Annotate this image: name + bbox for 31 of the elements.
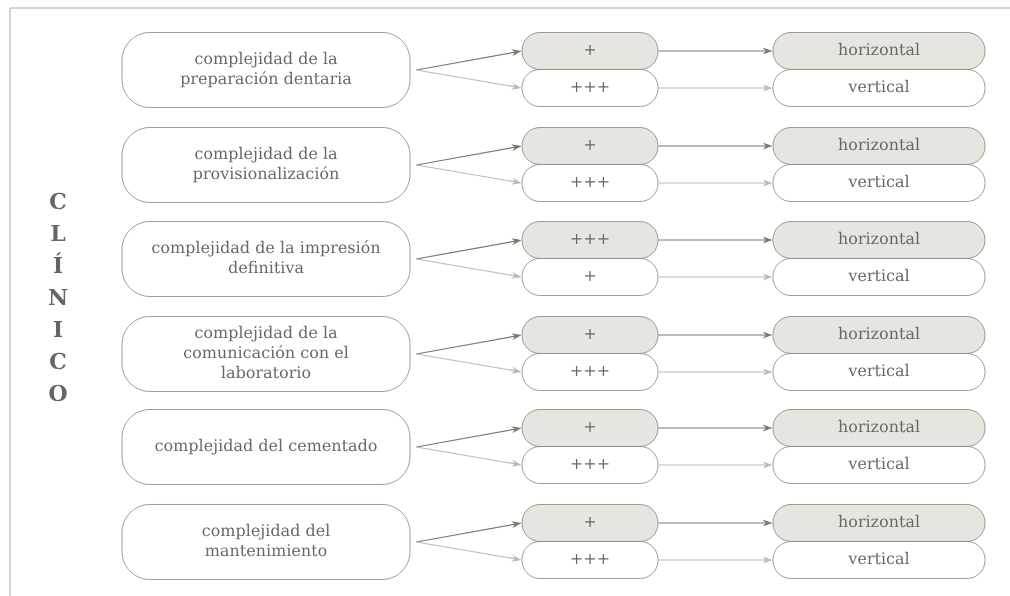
level-box: +++ [521, 164, 659, 202]
process-box: complejidad de la preparación dentaria [121, 32, 411, 108]
level-box: +++ [521, 69, 659, 107]
level-box: +++ [521, 353, 659, 391]
direction-box: horizontal [772, 127, 986, 165]
process-box: complejidad de la comunicación con el laboratorio [121, 316, 411, 392]
level-box: +++ [521, 446, 659, 484]
direction-box: horizontal [772, 32, 986, 70]
direction-box: vertical [772, 541, 986, 579]
process-box: complejidad de la impresión definitiva [121, 221, 411, 297]
level-box: +++ [521, 221, 659, 259]
level-box: + [521, 409, 659, 447]
direction-box: horizontal [772, 316, 986, 354]
direction-box: vertical [772, 446, 986, 484]
level-box: + [521, 504, 659, 542]
process-box: complejidad de la provisionalización [121, 127, 411, 203]
direction-box: horizontal [772, 409, 986, 447]
level-box: + [521, 127, 659, 165]
direction-box: vertical [772, 353, 986, 391]
process-box: complejidad del cementado [121, 409, 411, 485]
level-box: +++ [521, 541, 659, 579]
direction-box: horizontal [772, 504, 986, 542]
vertical-label: CLÍNICO [48, 192, 68, 402]
level-box: + [521, 258, 659, 296]
direction-box: vertical [772, 69, 986, 107]
direction-box: horizontal [772, 221, 986, 259]
process-box: complejidad del mantenimiento [121, 504, 411, 580]
level-box: + [521, 316, 659, 354]
direction-box: vertical [772, 164, 986, 202]
level-box: + [521, 32, 659, 70]
direction-box: vertical [772, 258, 986, 296]
